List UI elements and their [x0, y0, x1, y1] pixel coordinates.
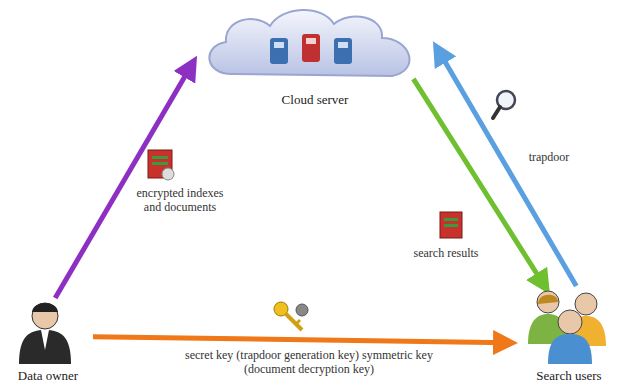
cloud-server: Cloud server	[192, 4, 438, 108]
data-owner: Data owner	[3, 298, 93, 384]
cloud-shape	[192, 4, 432, 84]
document-icon	[148, 150, 174, 180]
edge-label: search results	[396, 246, 496, 260]
people-icon	[508, 286, 624, 364]
magnifier-icon	[493, 91, 515, 118]
flow-arrow	[55, 64, 192, 298]
edge-label: encrypted indexes and documents	[128, 186, 232, 215]
document-icon	[440, 212, 462, 238]
key-icon	[274, 302, 308, 330]
edge-label: secret key (trapdoor generation key) sym…	[178, 348, 440, 377]
person-icon	[3, 298, 87, 368]
node-label: Search users	[508, 369, 630, 384]
node-label: Data owner	[3, 369, 93, 384]
search-users: Search users	[508, 286, 630, 384]
node-label: Cloud server	[192, 93, 438, 108]
flow-arrow	[93, 337, 508, 343]
edge-label: trapdoor	[514, 150, 584, 164]
